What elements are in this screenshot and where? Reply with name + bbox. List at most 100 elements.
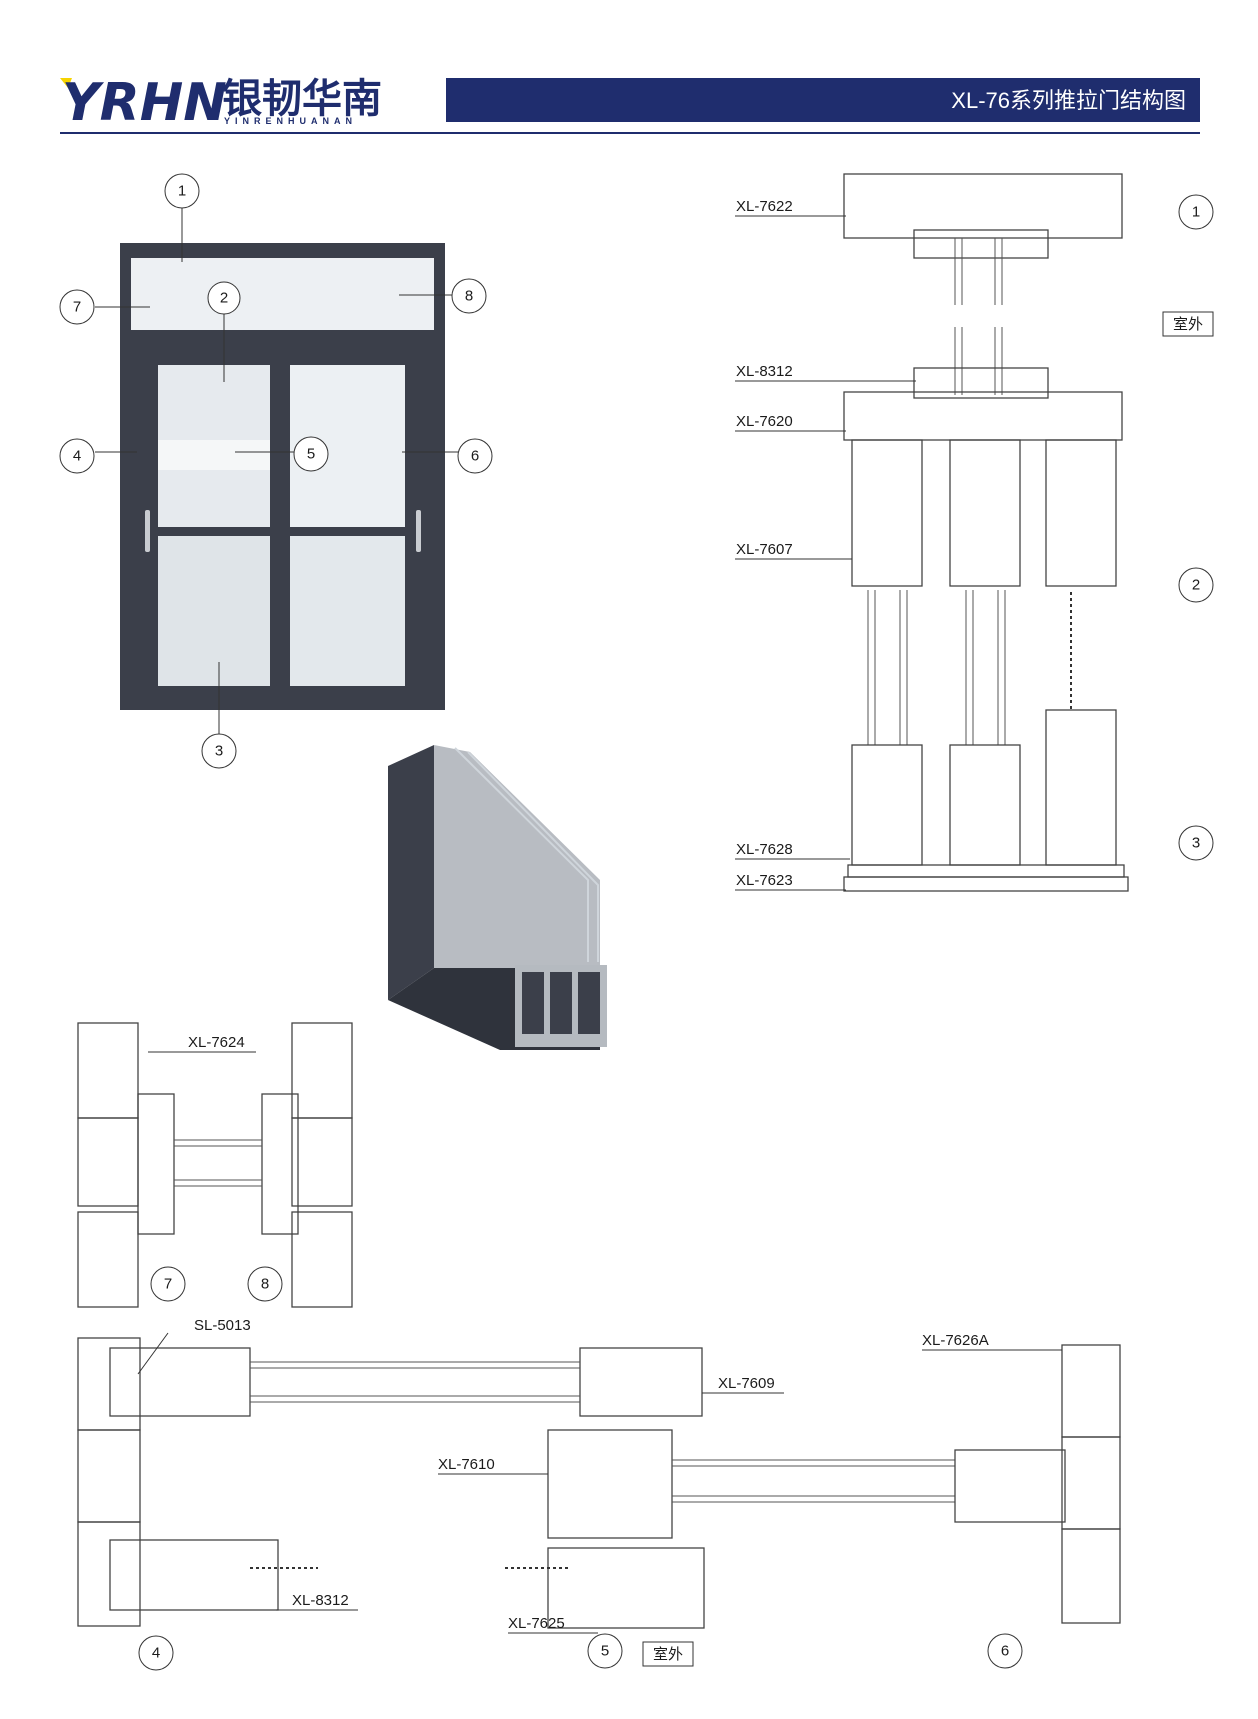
sash-column-left-upper xyxy=(851,439,923,587)
svg-text:8: 8 xyxy=(261,1276,269,1293)
horizontal-section: SL-5013 XL-7609 XL-7610 XL-8312 XL-7625 … xyxy=(77,1317,1121,1671)
corner-mesh-glass xyxy=(434,745,600,968)
brand-name-cn: 银韧华南 xyxy=(222,76,382,122)
svg-text:6: 6 xyxy=(471,448,479,465)
section-circle-6: 6 xyxy=(987,1633,1023,1669)
profile-chamber xyxy=(578,972,600,1034)
section-circle-5: 5 xyxy=(587,1633,623,1669)
svg-text:7: 7 xyxy=(164,1276,172,1293)
mid-glass-bundle xyxy=(867,590,1072,745)
callout-5: 5 xyxy=(293,436,329,472)
label-xl-7622: XL-7622 xyxy=(736,198,793,215)
leader-sl-5013 xyxy=(137,1332,169,1375)
logo-mark: YRHN xyxy=(62,73,227,133)
right-lower-glass xyxy=(290,536,405,686)
profile-xl-8312 xyxy=(913,367,1049,399)
left-lower-glass xyxy=(158,536,270,686)
profile-xl-7623 xyxy=(843,876,1129,892)
sash-column-mid-upper xyxy=(949,439,1021,587)
sash-column-mid-lower xyxy=(949,744,1021,866)
section-circle-8: 8 xyxy=(247,1266,283,1302)
transom-bar xyxy=(131,330,434,340)
glass-reflection xyxy=(158,440,270,470)
glass-pane-edge xyxy=(454,747,589,962)
label-xl-7625: XL-7625 xyxy=(508,1615,565,1632)
transom-right-clip xyxy=(261,1093,299,1235)
door-elevation: 1 2 3 4 5 6 7 8 xyxy=(59,173,493,769)
label-xl-7623: XL-7623 xyxy=(736,872,793,889)
profile-xl-7628 xyxy=(847,864,1125,878)
label-xl-7628: XL-7628 xyxy=(736,841,793,858)
profile-sl-5013 xyxy=(109,1347,251,1417)
callout-1: 1 xyxy=(164,173,200,209)
transom-left-mid xyxy=(77,1117,139,1207)
transom-glass-bundle xyxy=(174,1139,262,1187)
label-xl-7620: XL-7620 xyxy=(736,413,793,430)
transom-right-upper xyxy=(291,1022,353,1119)
transom-glass xyxy=(131,258,434,330)
svg-text:室外: 室外 xyxy=(1173,315,1203,333)
callout-4: 4 xyxy=(59,438,95,474)
svg-text:4: 4 xyxy=(152,1645,160,1662)
profile-xl-7609 xyxy=(579,1347,703,1417)
jamb-left-mid xyxy=(77,1429,141,1523)
svg-text:室外: 室外 xyxy=(653,1645,683,1663)
label-sl-5013: SL-5013 xyxy=(194,1317,251,1334)
title-bar xyxy=(446,78,1200,122)
logo: YRHN 银韧华南 YINRENHUANAN xyxy=(60,73,382,133)
profile-xl-7625 xyxy=(547,1547,705,1629)
section-circle-2: 2 xyxy=(1178,567,1214,603)
svg-text:6: 6 xyxy=(1001,1643,1009,1660)
sash-column-left-lower xyxy=(851,744,923,866)
svg-text:2: 2 xyxy=(1192,577,1200,594)
svg-text:4: 4 xyxy=(73,448,81,465)
profile-xl-7622-clip xyxy=(913,229,1049,259)
interlock-right xyxy=(954,1449,1066,1523)
jamb-left-lower xyxy=(77,1521,141,1627)
svg-text:1: 1 xyxy=(1192,204,1200,221)
jamb-right-upper xyxy=(1061,1344,1121,1438)
jamb-right-lower xyxy=(1061,1528,1121,1624)
glass-pane-edge xyxy=(467,751,599,962)
right-handle-icon xyxy=(416,510,421,552)
outside-badge-top: 室外 xyxy=(1162,311,1214,337)
corner-vertical-frame xyxy=(388,745,434,1000)
outside-badge-bottom: 室外 xyxy=(642,1641,694,1667)
profile-xl-7620 xyxy=(843,391,1123,441)
profile-xl-8312-left xyxy=(109,1539,279,1611)
brand-name-en: YINRENHUANAN xyxy=(224,116,357,126)
section-circle-4: 4 xyxy=(138,1635,174,1671)
label-xl-7626a: XL-7626A xyxy=(922,1332,989,1349)
transom-right-mid xyxy=(291,1117,353,1207)
transom-left-lower xyxy=(77,1211,139,1308)
label-xl-8312: XL-8312 xyxy=(292,1592,349,1609)
sash-column-right-upper xyxy=(1045,439,1117,587)
left-handle-icon xyxy=(145,510,150,552)
profile-chamber xyxy=(522,972,544,1034)
label-xl-7609: XL-7609 xyxy=(718,1375,775,1392)
section-circle-7: 7 xyxy=(150,1266,186,1302)
logo-accent-icon xyxy=(60,78,72,88)
callout-7: 7 xyxy=(59,289,95,325)
transom-left-upper xyxy=(77,1022,139,1119)
callout-6: 6 xyxy=(457,438,493,474)
profile-xl-7610 xyxy=(547,1429,673,1539)
svg-text:3: 3 xyxy=(215,743,223,760)
profile-corner-render xyxy=(388,745,607,1050)
svg-text:8: 8 xyxy=(465,288,473,305)
svg-text:3: 3 xyxy=(1192,835,1200,852)
jamb-right-mid xyxy=(1061,1436,1121,1530)
callout-8: 8 xyxy=(451,278,487,314)
callout-2: 2 xyxy=(207,281,241,315)
label-xl-7624: XL-7624 xyxy=(188,1034,245,1051)
transom-left-clip xyxy=(137,1093,175,1235)
profile-xl-7622 xyxy=(843,173,1123,239)
section-circle-1: 1 xyxy=(1178,194,1214,230)
svg-text:1: 1 xyxy=(178,183,186,200)
label-xl-8312: XL-8312 xyxy=(736,363,793,380)
svg-text:2: 2 xyxy=(220,290,228,307)
label-xl-7607: XL-7607 xyxy=(736,541,793,558)
transom-right-lower xyxy=(291,1211,353,1308)
svg-text:5: 5 xyxy=(601,1643,609,1660)
profile-chamber xyxy=(550,972,572,1034)
